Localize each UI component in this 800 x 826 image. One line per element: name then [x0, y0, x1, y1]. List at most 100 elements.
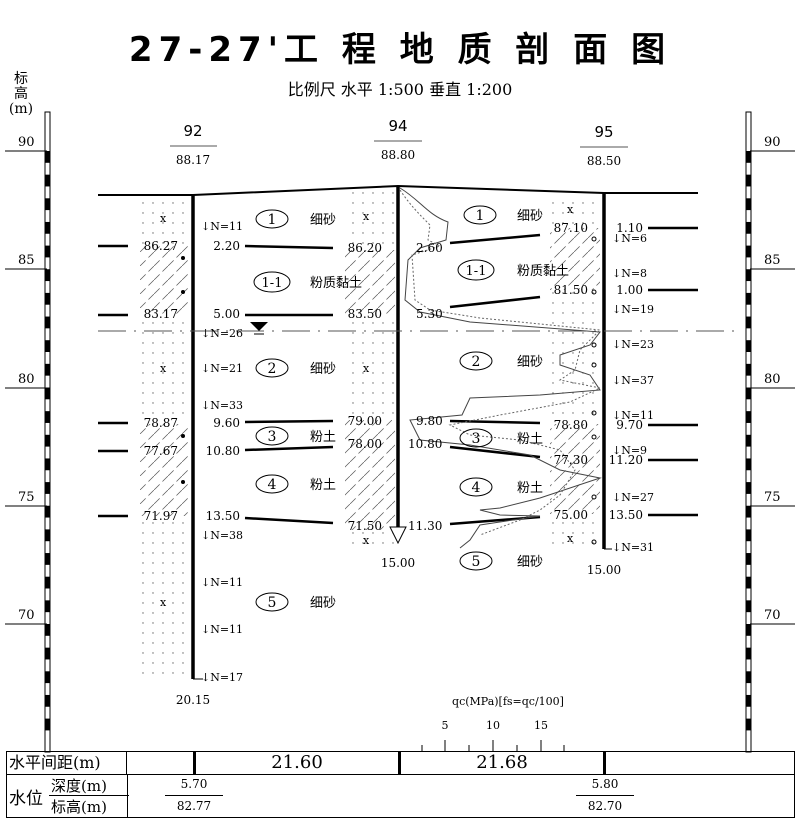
svg-text:1: 1 [476, 208, 485, 224]
elev-tick-label: 85 [764, 253, 781, 268]
svg-text:83.50: 83.50 [348, 307, 382, 321]
elev-label: 标高(m) [51, 798, 107, 816]
elev-tick-label: 70 [18, 608, 35, 623]
lithology-column-94: x x x [345, 190, 395, 547]
elev-label-line: (m) [8, 101, 34, 117]
svg-text:x: x [363, 210, 370, 223]
svg-text:83.17: 83.17 [144, 307, 178, 321]
svg-text:10.80: 10.80 [408, 437, 442, 451]
svg-text:5: 5 [268, 595, 277, 611]
svg-text:↓N=23: ↓N=23 [612, 338, 654, 351]
stratum-boundaries [98, 226, 698, 526]
svg-text:1-1: 1-1 [262, 276, 283, 291]
elev-tick-label: 80 [18, 372, 35, 387]
svg-text:↓N=33: ↓N=33 [201, 399, 243, 412]
scale-text: 比例尺 水平 1:500 垂直 1:200 [287, 80, 513, 99]
svg-text:粉质黏土: 粉质黏土 [517, 263, 569, 279]
svg-text:71.50: 71.50 [348, 519, 382, 533]
svg-text:3: 3 [268, 429, 277, 445]
water-level-icon [250, 322, 268, 331]
svg-text:↓N=19: ↓N=19 [612, 303, 654, 316]
cpt-cone-icon [389, 526, 407, 545]
svg-text:x: x [160, 212, 167, 225]
cpt-fs-curve [399, 189, 602, 536]
borehole-92-labels: 86.27 2.20 83.17 5.00 78.87 9.60 77.67 1… [144, 220, 243, 707]
fraction-line [49, 795, 129, 796]
svg-text:94: 94 [388, 117, 407, 135]
svg-text:1.00: 1.00 [616, 283, 643, 297]
svg-text:粉土: 粉土 [310, 430, 336, 445]
svg-text:5: 5 [442, 719, 449, 732]
svg-text:15: 15 [534, 719, 548, 732]
elev-tick-label: 85 [18, 253, 35, 268]
svg-text:11.30: 11.30 [408, 519, 442, 533]
svg-text:88.80: 88.80 [381, 148, 415, 162]
spacing-value: 21.68 [476, 752, 528, 773]
elev-tick-label: 75 [18, 490, 35, 505]
spacing-label: 水平间距(m) [7, 752, 127, 774]
elev-tick-label: 70 [764, 608, 781, 623]
svg-text:1-1: 1-1 [466, 264, 487, 279]
cpt-qc-curve [399, 187, 602, 549]
svg-text:粉土: 粉土 [517, 432, 543, 447]
elev-tick-label: 80 [764, 372, 781, 387]
svg-text:2.20: 2.20 [213, 239, 240, 253]
svg-text:77.30: 77.30 [554, 453, 588, 467]
svg-text:细砂: 细砂 [517, 355, 543, 370]
water-level-row: 水位 深度(m) 标高(m) 5.70 82.77 5.80 82.70 [7, 774, 794, 818]
svg-text:15.00: 15.00 [587, 563, 621, 577]
svg-text:10: 10 [486, 719, 500, 732]
water-level-label-cell: 水位 深度(m) 标高(m) [7, 774, 129, 818]
svg-text:↓N=27: ↓N=27 [612, 491, 654, 504]
svg-text:75.00: 75.00 [554, 508, 588, 522]
svg-text:13.50: 13.50 [609, 508, 643, 522]
svg-text:15.00: 15.00 [381, 556, 415, 570]
layer-labels: 1 细砂 1-1 粉质黏土 2 细砂 3 粉土 4 粉土 5 细砂 1 细砂 1… [253, 205, 569, 612]
borehole-header-95: 95 88.50 [580, 123, 628, 168]
fraction-line [576, 795, 634, 796]
svg-text:qc(MPa)[fs=qc/100]: qc(MPa)[fs=qc/100] [452, 695, 564, 708]
svg-text:78.80: 78.80 [554, 418, 588, 432]
svg-text:x: x [567, 532, 574, 545]
svg-text:5: 5 [472, 554, 481, 570]
svg-text:92: 92 [183, 122, 202, 140]
svg-text:86.20: 86.20 [348, 241, 382, 255]
cpt-scale: qc(MPa)[fs=qc/100] 5 10 15 [421, 695, 565, 751]
svg-text:↓N=8: ↓N=8 [612, 267, 647, 280]
svg-text:88.50: 88.50 [587, 154, 621, 168]
svg-text:13.50: 13.50 [206, 509, 240, 523]
svg-text:↓N=11: ↓N=11 [201, 623, 243, 636]
svg-text:86.27: 86.27 [144, 239, 178, 253]
svg-text:↓N=9: ↓N=9 [612, 444, 647, 457]
bottom-info-table: 水平间距(m) 21.60 21.68 水位 深度(m) 标高(m) 5.70 … [6, 751, 795, 818]
svg-text:x: x [363, 534, 370, 547]
svg-text:2.60: 2.60 [416, 241, 443, 255]
elevation-axis-label: 标 高 (m) [6, 72, 36, 117]
svg-text:9.70: 9.70 [616, 418, 643, 432]
spacing-row: 水平间距(m) 21.60 21.68 [7, 752, 794, 775]
svg-text:细砂: 细砂 [310, 596, 336, 611]
fraction-line [165, 795, 223, 796]
depth-label: 深度(m) [51, 777, 107, 795]
water-depth-92: 5.70 [180, 777, 208, 791]
svg-text:↓N=31: ↓N=31 [612, 541, 654, 554]
svg-text:4: 4 [268, 477, 277, 493]
elev-label-line: 标 [14, 71, 28, 87]
water-depth-95: 5.80 [591, 777, 619, 791]
svg-text:↓N=38: ↓N=38 [201, 529, 243, 542]
svg-text:x: x [567, 203, 574, 216]
svg-text:↓N=17: ↓N=17 [201, 671, 243, 684]
svg-text:3: 3 [472, 431, 481, 447]
svg-text:2: 2 [472, 354, 481, 370]
svg-text:↓N=37: ↓N=37 [612, 374, 654, 387]
svg-text:x: x [160, 362, 167, 375]
svg-text:细砂: 细砂 [310, 213, 336, 228]
svg-text:↓N=11: ↓N=11 [201, 220, 243, 233]
right-elevation-ruler: 90 85 80 75 70 [745, 111, 795, 753]
svg-text:x: x [363, 362, 370, 375]
spacing-value: 21.60 [271, 752, 323, 773]
svg-text:20.15: 20.15 [176, 693, 210, 707]
svg-text:↓N=6: ↓N=6 [612, 232, 647, 245]
svg-text:79.00: 79.00 [348, 414, 382, 428]
